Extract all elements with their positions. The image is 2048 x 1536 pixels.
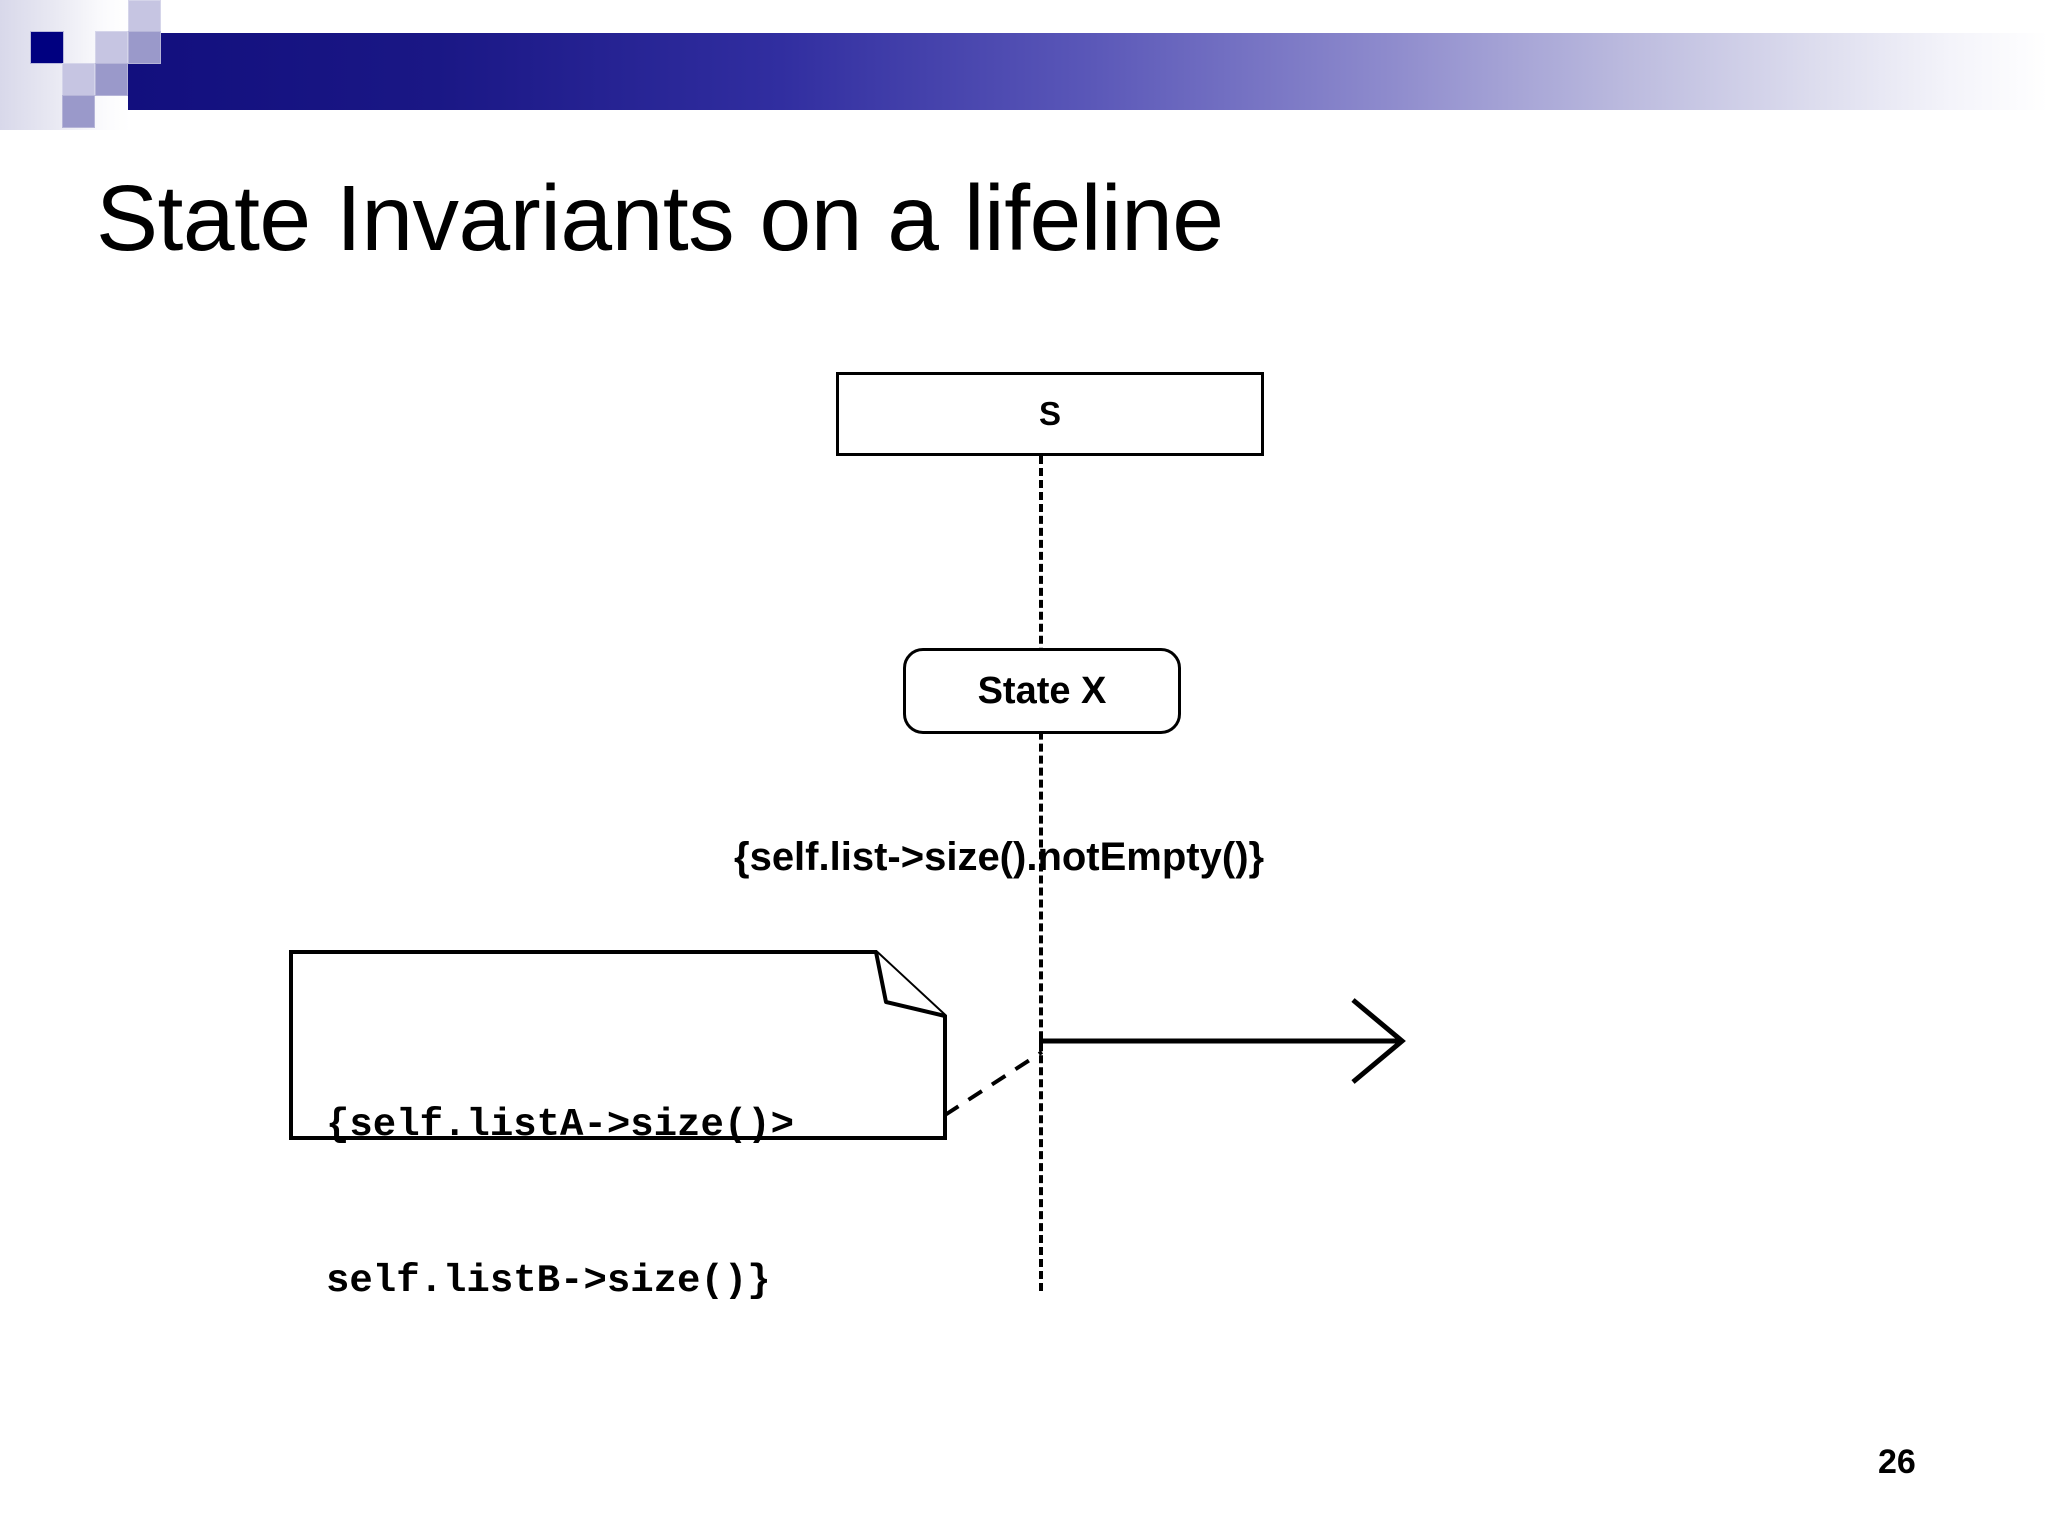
header-square-light-mid	[62, 63, 95, 96]
lifeline-head-label: S	[1038, 395, 1061, 432]
lifeline-constraint-text: {self.list->size().notEmpty()}	[734, 835, 1265, 879]
note-connector-line	[943, 1050, 1044, 1117]
note-text: {self.listA->size()> self.listB->size()}	[326, 995, 794, 1411]
note-fold-icon	[874, 951, 946, 1018]
note-text-line-1: {self.listA->size()>	[326, 1103, 795, 1147]
state-invariant-box[interactable]: State X	[903, 648, 1181, 734]
message-arrow[interactable]	[960, 990, 1430, 1110]
header-square-light-upper	[95, 31, 128, 64]
lifeline-dashed-line	[1039, 456, 1043, 1291]
header-square-mid-lower	[62, 95, 95, 128]
note-shape[interactable]	[280, 940, 1080, 1160]
header-square-mid-upper	[128, 31, 161, 64]
header-square-navy	[30, 31, 64, 64]
header-decoration	[0, 0, 2048, 130]
note-text-line-2: self.listB->size()}	[326, 1259, 771, 1303]
message-arrowhead-icon	[1351, 998, 1406, 1084]
page-title: State Invariants on a lifeline	[96, 166, 1224, 270]
state-invariant-label: State X	[977, 669, 1107, 712]
note-body-path	[289, 950, 947, 1140]
page-number: 26	[1878, 1443, 1916, 1481]
lifeline-head-box[interactable]: S	[836, 372, 1264, 456]
header-square-mid-mid	[95, 63, 128, 96]
header-gradient-bar	[128, 33, 2048, 110]
